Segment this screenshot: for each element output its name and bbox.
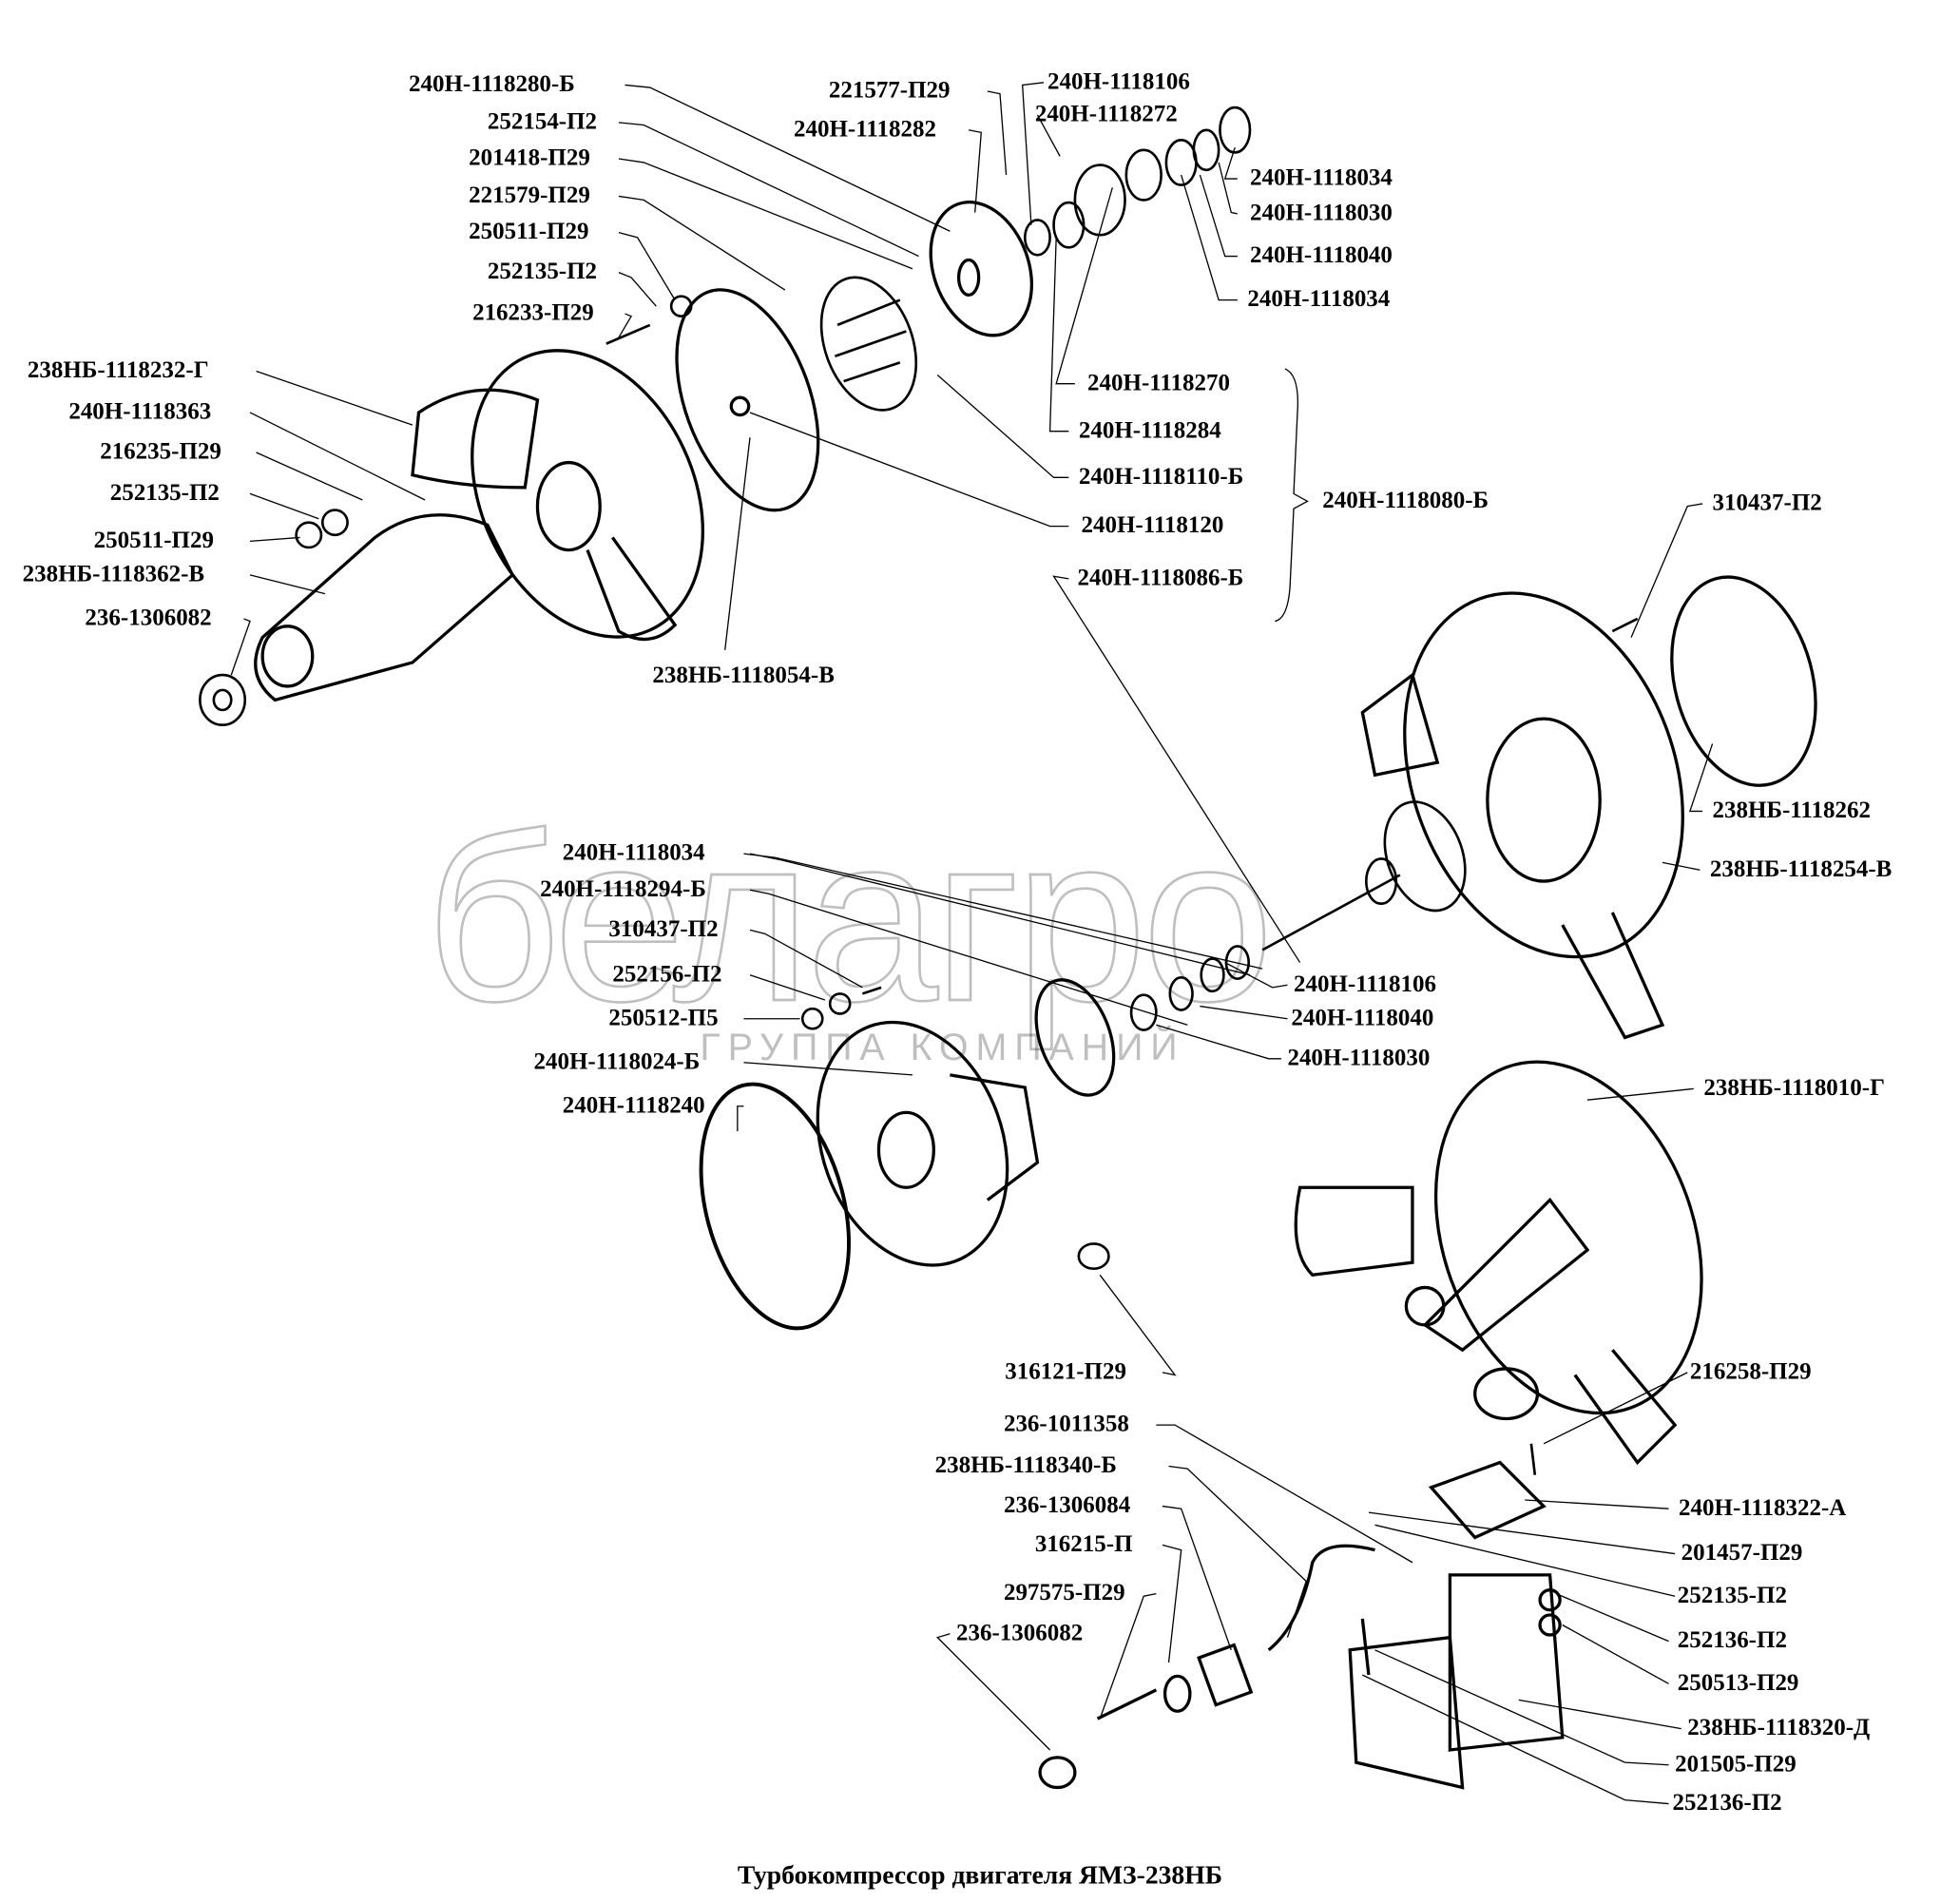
part-label: 252135-П2: [109, 479, 220, 507]
part-label: 238НБ-1118254-В: [1709, 855, 1893, 883]
assembly-label: 240Н-1118080-Б: [1322, 487, 1489, 514]
part-label: 252154-П2: [487, 108, 598, 136]
watermark-subtitle: ГРУППА КОМПАНИЙ: [700, 1027, 1185, 1069]
part-label: 250512-П5: [608, 1005, 719, 1031]
part-label: 238НБ-1118262: [1712, 797, 1872, 824]
misc-fasteners: [800, 617, 1639, 1475]
part-label: 238НБ-1118232-Г: [27, 357, 209, 384]
part-label: 252136-П2: [1677, 1627, 1787, 1654]
part-label: 221577-П29: [828, 77, 951, 105]
part-label: 240Н-1118294-Б: [540, 875, 706, 903]
part-label: 236-1306084: [1003, 1492, 1131, 1519]
turbine-wheel-shaft: [1129, 800, 1467, 1031]
part-label: 216233-П29: [472, 299, 594, 327]
part-label: 236-1011358: [1003, 1411, 1129, 1438]
part-label: 240Н-1118270: [1087, 370, 1230, 396]
part-label: 252156-П2: [612, 961, 722, 988]
compressor-wheel: [819, 276, 918, 412]
part-label: 201457-П29: [1681, 1540, 1803, 1567]
oil-drain-assembly: [1038, 1460, 1565, 1790]
part-label: 221579-П29: [469, 182, 590, 209]
part-label: 240Н-1118280-Б: [409, 70, 575, 98]
part-label: 316121-П29: [1005, 1358, 1126, 1386]
bearing-housing: [816, 978, 1116, 1267]
part-label: 238НБ-1118320-Д: [1687, 1715, 1871, 1741]
compressor-housing: [411, 349, 704, 642]
part-label: 310437-П2: [1712, 490, 1822, 517]
part-label: 240Н-1118040: [1250, 242, 1393, 269]
part-label: 240Н-1118120: [1081, 512, 1224, 539]
part-label: 240Н-1118110-Б: [1078, 463, 1244, 490]
part-label: 216235-П29: [100, 438, 221, 466]
part-label: 240Н-1118363: [68, 398, 212, 426]
part-label: 240Н-1118106: [1047, 68, 1190, 95]
part-label: 236-1306082: [955, 1620, 1084, 1646]
part-label: 240Н-1118024-Б: [533, 1048, 701, 1075]
part-label: 240Н-1118030: [1287, 1045, 1431, 1071]
part-label: 238НБ-1118054-В: [652, 662, 835, 689]
diagram-title: Турбокомпрессор двигателя ЯМЗ-238НБ: [737, 1859, 1222, 1891]
part-label: 240Н-1118034: [1247, 286, 1391, 313]
part-label: 240Н-1118030: [1250, 200, 1393, 227]
seal-plate: [929, 201, 1033, 337]
part-label: 310437-П2: [608, 915, 719, 943]
part-label: 240Н-1118240: [562, 1092, 705, 1119]
leader-lines: [230, 82, 1714, 1805]
part-label: 250511-П29: [93, 527, 214, 554]
part-label: 240Н-1118272: [1034, 101, 1178, 128]
compressor-elbow-cover: [254, 513, 515, 702]
part-label: 252135-П2: [487, 259, 598, 285]
part-label: 238НБ-1118010-Г: [1703, 1074, 1886, 1102]
part-label: 238НБ-1118362-В: [22, 561, 205, 588]
part-label: 250511-П29: [469, 219, 589, 245]
part-label: 240Н-1118034: [1250, 164, 1393, 192]
part-label: 252135-П2: [1677, 1582, 1787, 1609]
part-label: 316215-П: [1034, 1530, 1133, 1558]
compressor-back-plate: [675, 288, 820, 512]
part-label: 240Н-1118086-Б: [1077, 565, 1244, 591]
part-label: 240Н-1118106: [1294, 971, 1436, 998]
part-label: 240Н-1118282: [794, 116, 936, 143]
part-label: 201505-П29: [1675, 1751, 1797, 1778]
assembled-turbocharger: [1294, 1060, 1703, 1466]
part-label: 252136-П2: [1672, 1790, 1782, 1816]
heat-shield-ring: [1670, 575, 1817, 787]
turbine-housing: [1360, 591, 1684, 1040]
part-label: 201418-П29: [469, 144, 590, 172]
part-label: 297575-П29: [1003, 1580, 1125, 1606]
part-label: 240Н-1118040: [1291, 1005, 1434, 1031]
part-label: 216258-П29: [1689, 1358, 1812, 1386]
shaft-parts-top: [1023, 106, 1252, 257]
part-label: 240Н-1118034: [562, 839, 705, 867]
part-label: 240Н-1118322-А: [1679, 1494, 1847, 1522]
part-label: 236-1306082: [85, 605, 212, 632]
o-ring: [699, 1082, 851, 1331]
part-label: 240Н-1118284: [1078, 417, 1221, 444]
part-label: 238НБ-1118340-Б: [934, 1452, 1117, 1479]
part-label: 250513-П29: [1677, 1669, 1799, 1697]
plug-and-nuts: [199, 295, 693, 727]
